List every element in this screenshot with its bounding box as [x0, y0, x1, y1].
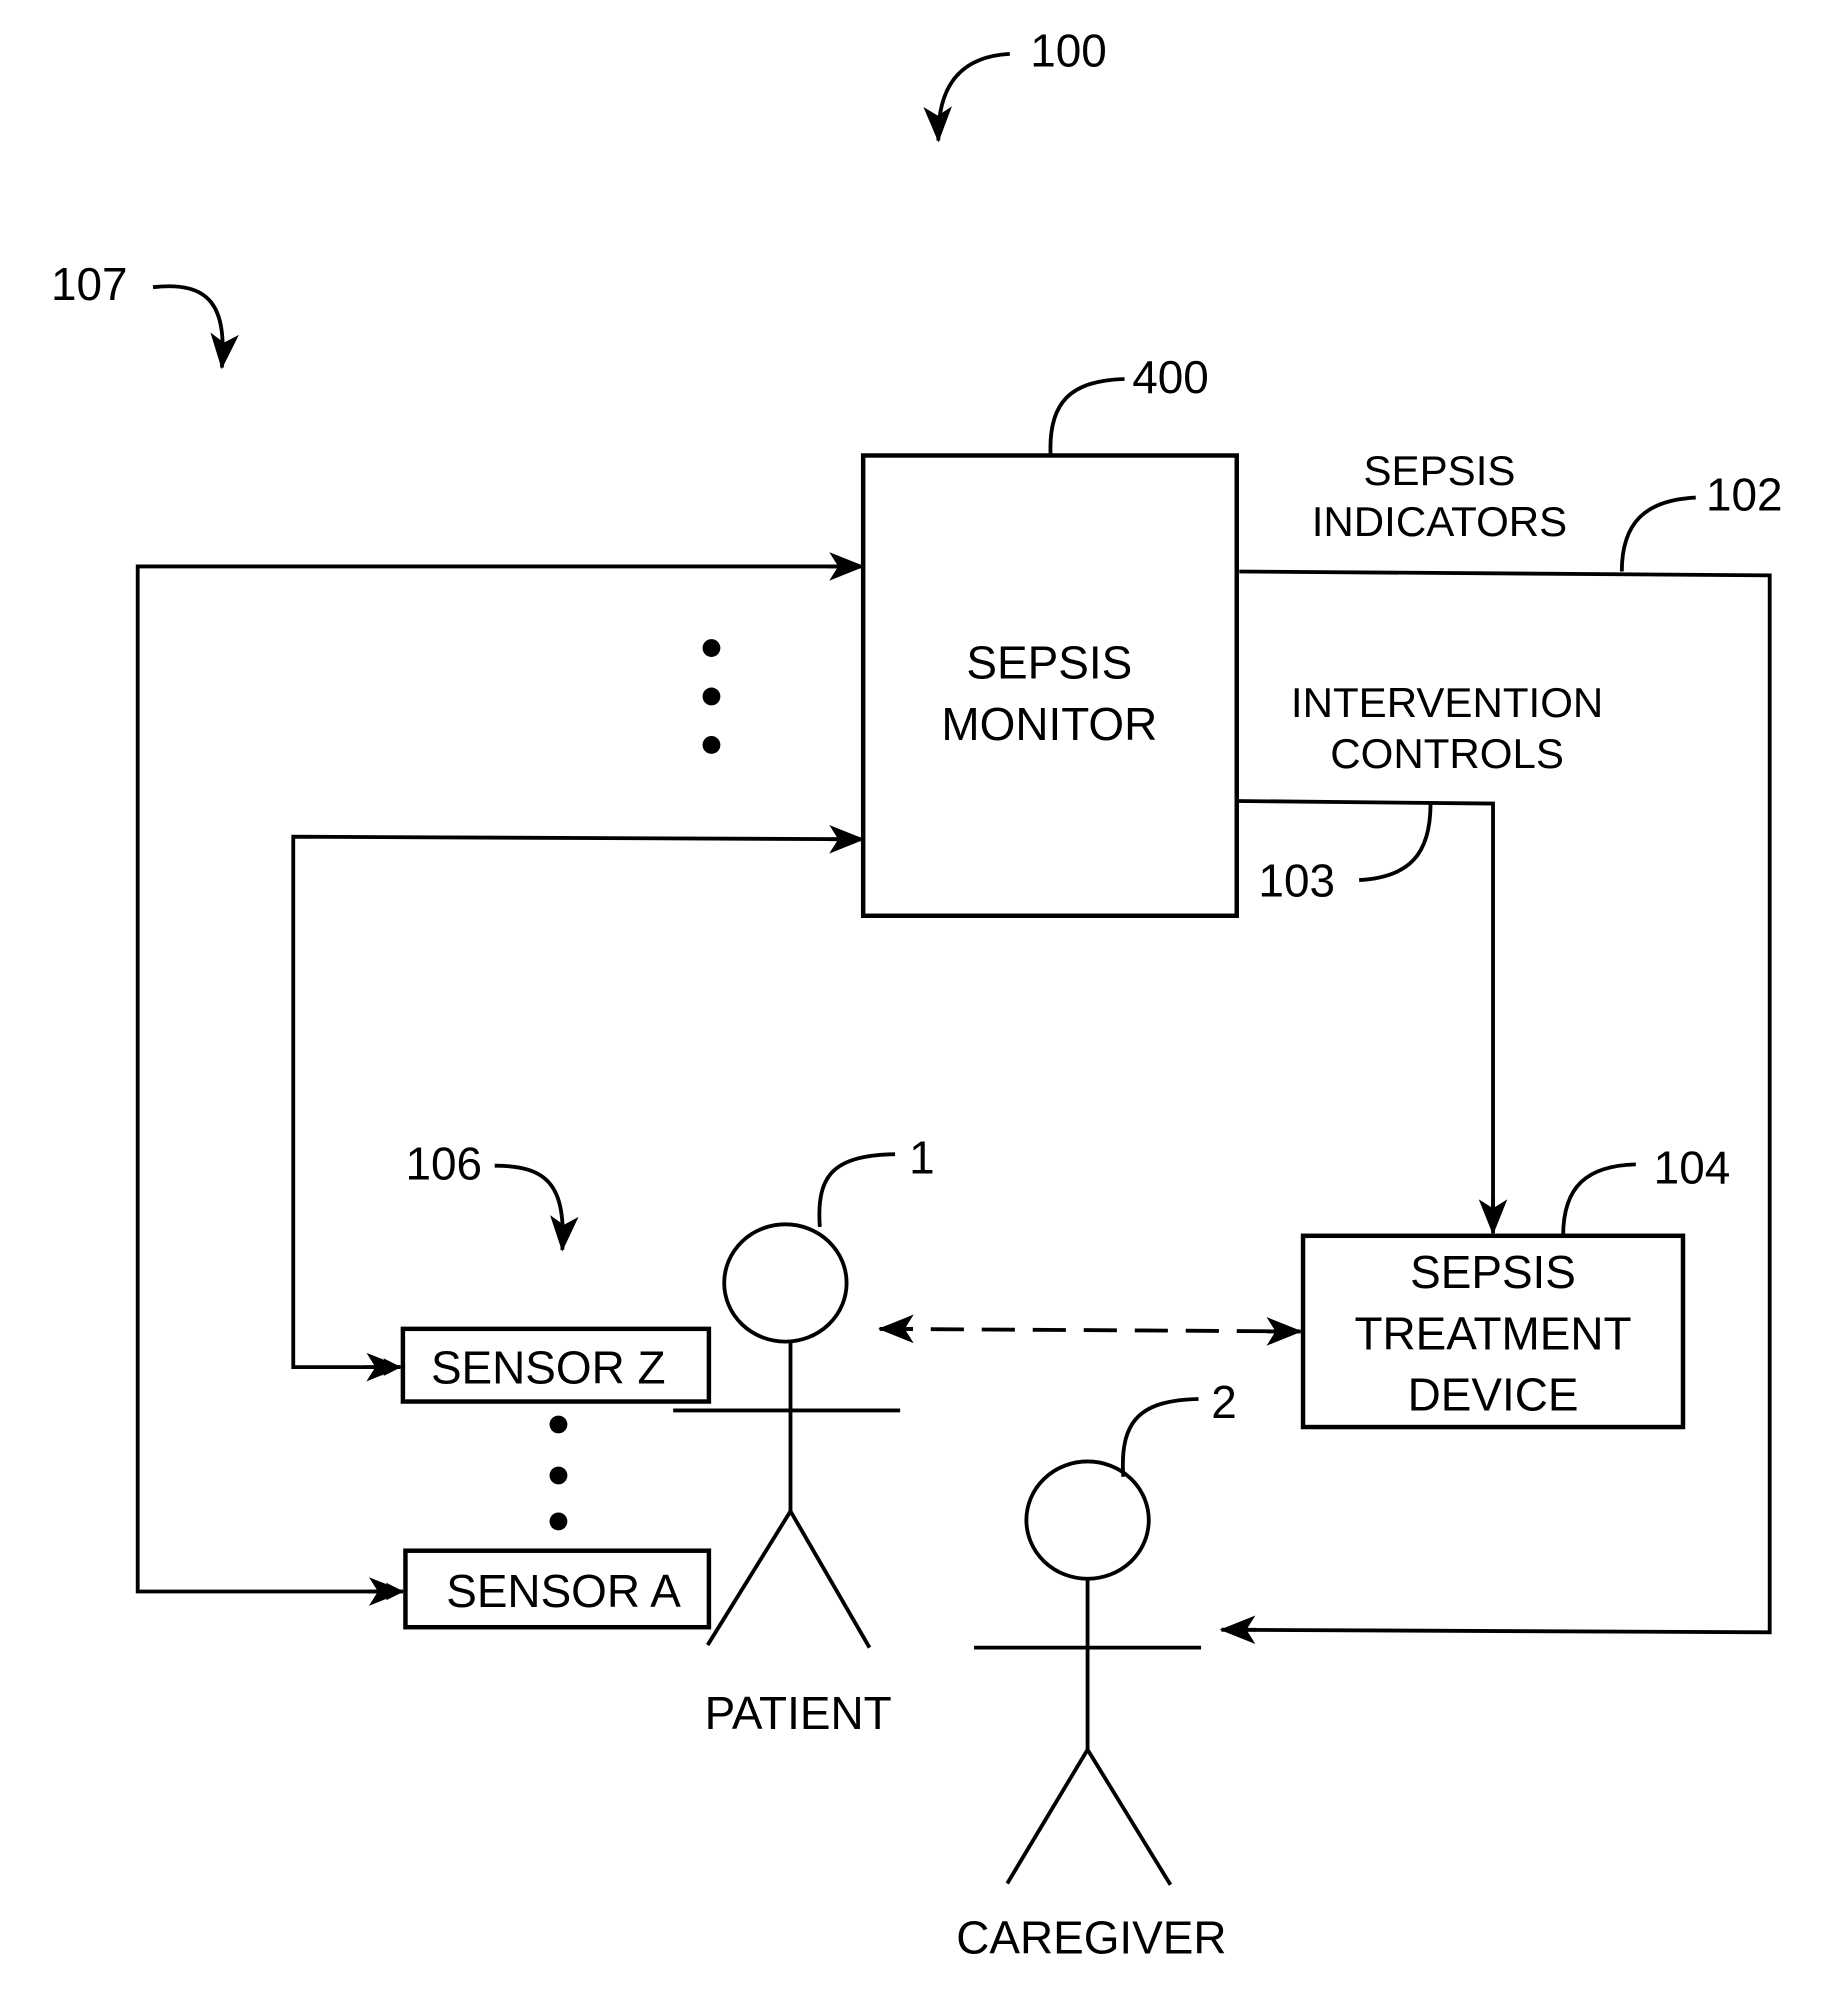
sensor-a-connection	[138, 566, 863, 1591]
leader-line	[1050, 379, 1124, 456]
sepsis-monitor-title-line1: SEPSIS	[966, 637, 1132, 689]
caregiver-head-icon	[1026, 1461, 1148, 1578]
reference-arrow-icon	[938, 54, 1009, 141]
dot-icon	[703, 688, 721, 706]
patient-reference-label: 1	[909, 1131, 935, 1183]
treatment-device-line1: SEPSIS	[1410, 1246, 1576, 1298]
figure-reference-100: 100	[938, 25, 1106, 141]
sepsis-indicators-label-line1: SEPSIS	[1363, 447, 1515, 494]
caregiver-right-leg	[1088, 1750, 1171, 1885]
intervention-controls-link: INTERVENTION CONTROLS 103	[1237, 679, 1604, 1233]
sensors-reference-106: 106	[405, 1138, 562, 1250]
sensor-a-label: SENSOR A	[446, 1565, 681, 1617]
leader-line	[1359, 804, 1430, 881]
patient-label: PATIENT	[705, 1687, 892, 1739]
dot-icon	[550, 1416, 568, 1434]
dot-icon	[703, 639, 721, 657]
reference-arrow-icon	[153, 286, 223, 367]
patient-left-leg	[708, 1511, 791, 1645]
monitor-reference-label: 400	[1132, 351, 1209, 403]
sensor-z-connection	[293, 837, 863, 1367]
sepsis-monitor-title-line2: MONITOR	[941, 698, 1157, 750]
sensors-reference-label: 106	[405, 1138, 482, 1190]
patient-head-icon	[724, 1224, 846, 1341]
caregiver-left-leg	[1007, 1750, 1087, 1884]
sensor-z-label: SENSOR Z	[431, 1342, 666, 1394]
caregiver-reference-label: 2	[1211, 1376, 1237, 1428]
intervention-controls-label-line2: CONTROLS	[1330, 730, 1564, 777]
sepsis-monitor-block: SEPSIS MONITOR 400	[863, 351, 1237, 916]
patient-figure: 1 PATIENT	[673, 1131, 934, 1739]
sensor-a: SENSOR A	[405, 1551, 708, 1628]
reference-arrow-icon	[495, 1166, 563, 1250]
sepsis-treatment-device-block: SEPSIS TREATMENT DEVICE 104	[1303, 1142, 1730, 1428]
controls-reference-label: 103	[1258, 855, 1335, 907]
system-reference-label: 107	[51, 258, 128, 310]
sepsis-indicators-label-line2: INDICATORS	[1312, 498, 1568, 545]
dot-icon	[703, 736, 721, 754]
leader-line	[1123, 1399, 1199, 1477]
treatment-device-line2: TREATMENT	[1355, 1307, 1632, 1359]
ellipsis-dots-inputs	[703, 639, 721, 754]
caregiver-figure: 2 CAREGIVER	[956, 1376, 1237, 1964]
dot-icon	[550, 1512, 568, 1530]
dot-icon	[550, 1467, 568, 1485]
ellipsis-dots-sensors	[550, 1416, 568, 1531]
system-reference-107: 107	[51, 258, 223, 368]
leader-line	[1622, 498, 1696, 572]
dashed-connection-line	[880, 1329, 1301, 1332]
indicators-reference-label: 102	[1706, 468, 1783, 520]
patient-device-link	[880, 1329, 1301, 1332]
treatment-reference-label: 104	[1654, 1142, 1731, 1194]
sensor-z: SENSOR Z	[403, 1329, 709, 1402]
patient-right-leg	[791, 1511, 870, 1647]
intervention-controls-label-line1: INTERVENTION	[1291, 679, 1603, 726]
caregiver-label: CAREGIVER	[956, 1912, 1226, 1964]
leader-line	[819, 1154, 895, 1227]
figure-reference-label: 100	[1030, 25, 1107, 77]
sepsis-indicators-link: SEPSIS INDICATORS 102	[1221, 447, 1782, 1633]
treatment-device-line3: DEVICE	[1408, 1368, 1579, 1420]
leader-line	[1563, 1164, 1636, 1235]
